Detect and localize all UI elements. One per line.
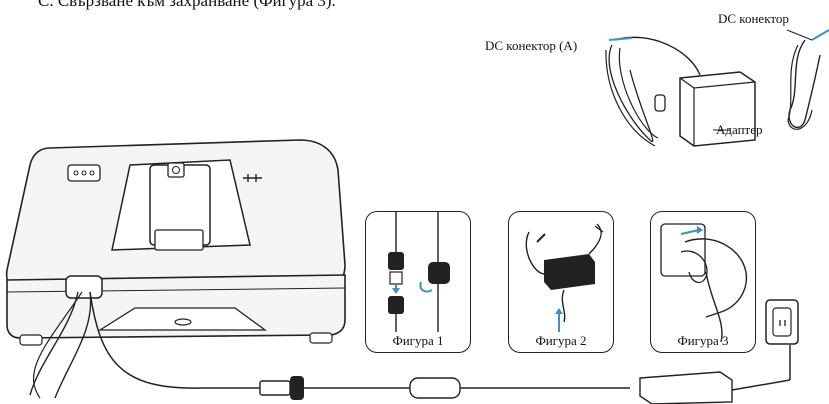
plug-into-socket-illustration [651,212,755,352]
figure-1-caption: Фигура 1 [366,333,470,349]
adapter-assembly-illustration [509,212,613,352]
connector-joining-illustration [366,212,470,352]
figure-2-card: Фигура 2 [508,211,614,353]
figure-2-caption: Фигура 2 [509,333,613,349]
figure-3-caption: Фигура 3 [651,333,755,349]
figure-3-card: Фигура 3 [650,211,756,353]
figure-1-card: Фигура 1 [365,211,471,353]
